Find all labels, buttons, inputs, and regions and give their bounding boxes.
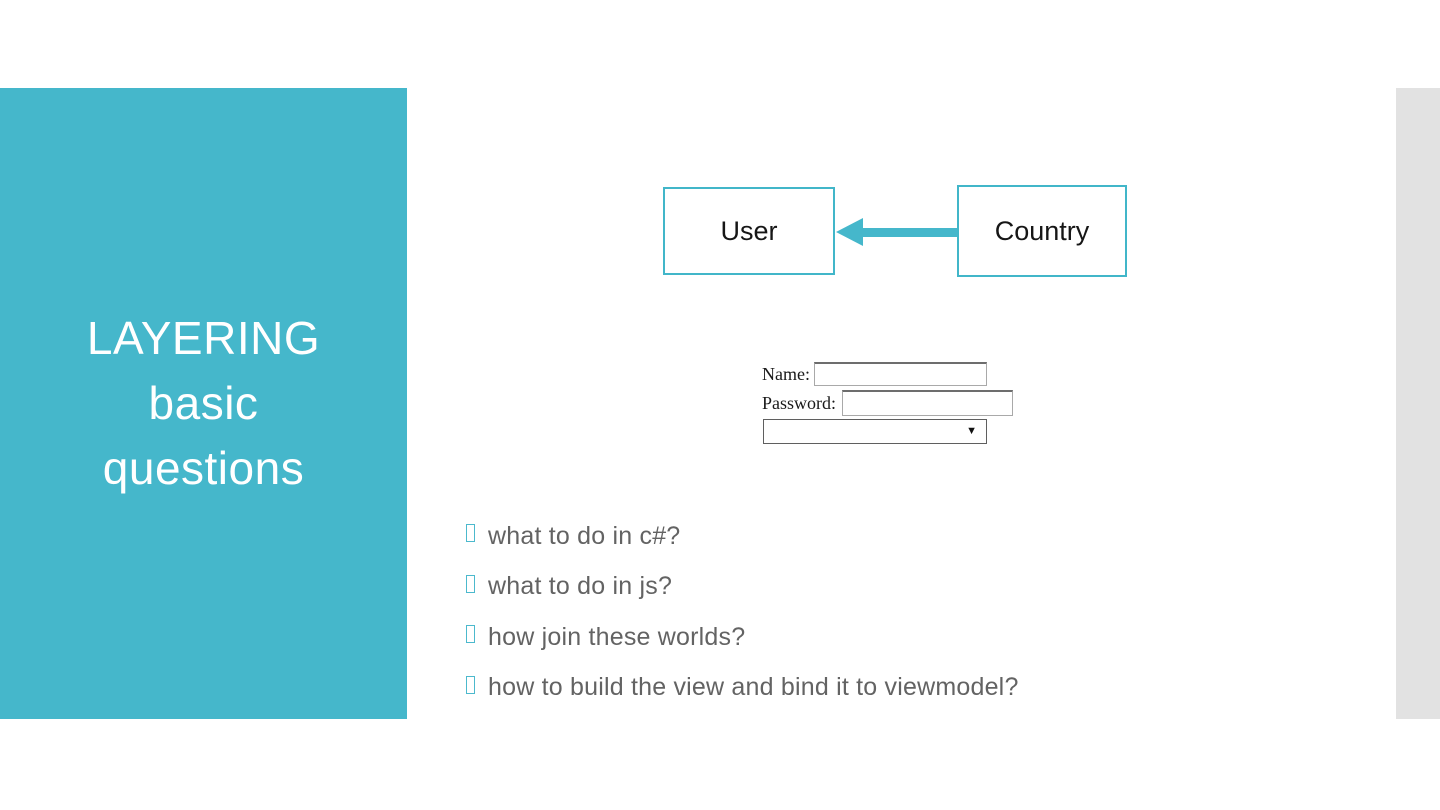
bullet-square-icon: [466, 574, 475, 593]
list-item: how to build the view and bind it to vie…: [466, 663, 1186, 714]
user-entity-label: User: [720, 215, 778, 246]
bullet-square-icon: [466, 675, 475, 694]
question-text: what to do in js?: [488, 572, 673, 601]
arrow-shaft: [860, 228, 957, 237]
country-entity-box: Country: [957, 185, 1127, 277]
user-entity-box: User: [663, 187, 835, 275]
slide-title-line: questions: [102, 442, 305, 494]
password-label: Password:: [762, 393, 837, 413]
country-select-dropdown[interactable]: ▼: [763, 419, 987, 444]
bullet-square-icon: [466, 524, 475, 543]
slide-title: LAYERING basic questions: [87, 306, 320, 501]
name-input[interactable]: [814, 362, 987, 386]
question-text: what to do in c#?: [488, 521, 681, 550]
list-item: how join these worlds?: [466, 612, 1186, 663]
slide-title-line: basic: [148, 377, 259, 429]
slide-title-line: LAYERING: [86, 312, 321, 364]
right-accent-strip: [1396, 88, 1440, 719]
list-item: what to do in c#?: [466, 511, 1186, 562]
name-label: Name:: [762, 364, 810, 384]
question-text: how join these worlds?: [488, 622, 746, 651]
questions-list: what to do in c#? what to do in js? how …: [466, 511, 1186, 713]
dropdown-caret-icon: ▼: [966, 425, 977, 437]
country-entity-label: Country: [994, 215, 1090, 246]
password-input[interactable]: [842, 390, 1013, 416]
arrow-head-icon: [836, 218, 863, 246]
country-to-user-arrow-icon: [836, 218, 957, 246]
bullet-square-icon: [466, 625, 475, 644]
question-text: how to build the view and bind it to vie…: [488, 673, 1019, 702]
list-item: what to do in js?: [466, 562, 1186, 613]
title-sidebar: LAYERING basic questions: [0, 88, 407, 719]
